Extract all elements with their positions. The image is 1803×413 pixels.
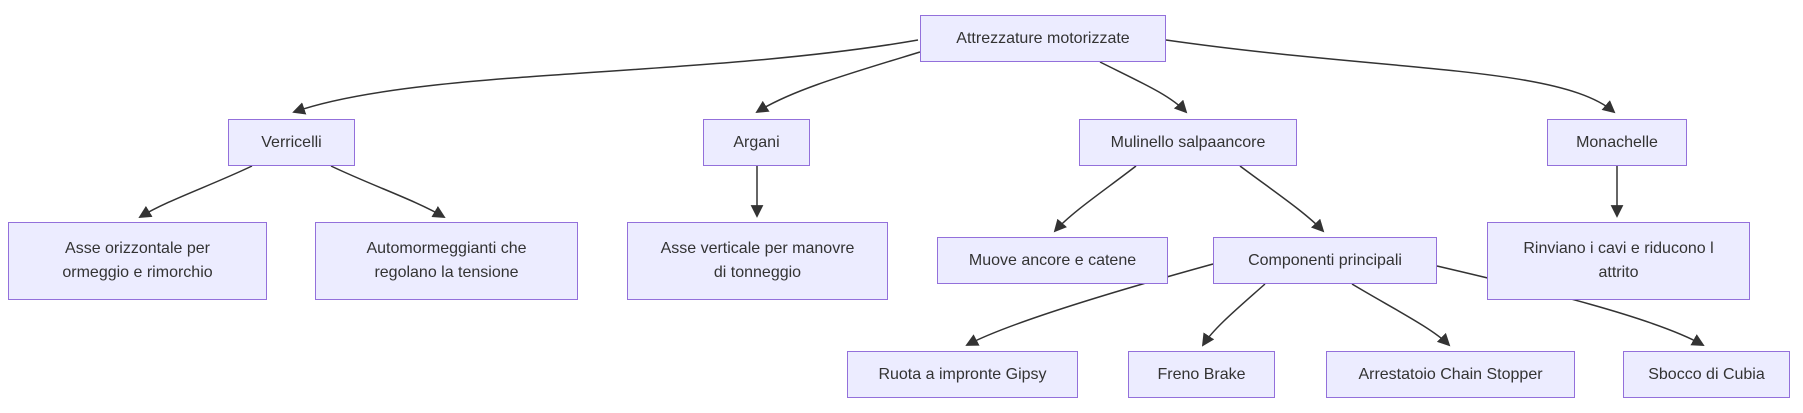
node-ruota-impronte-gipsy: Ruota a impronte Gipsy [847, 351, 1078, 398]
node-sbocco-di-cubia: Sbocco di Cubia [1623, 351, 1790, 398]
edge-root-verricelli [292, 39, 919, 115]
edge-verricelli-autormeggi [330, 165, 446, 218]
edge-root-mulinello [1099, 61, 1188, 114]
edge-mulinello-componenti [1239, 165, 1325, 233]
edge-root-argani [755, 51, 921, 114]
edge-mulinello-muove [1053, 165, 1137, 233]
node-rinviano-i-cavi: Rinviano i cavi e riducono l attrito [1487, 222, 1750, 300]
edge-componenti-arrestatoio [1351, 283, 1451, 347]
edge-verricelli-asse-orizz [138, 165, 253, 218]
node-verricelli: Verricelli [228, 119, 355, 166]
node-asse-orizzontale: Asse orizzontale per ormeggio e rimorchi… [8, 222, 267, 300]
node-freno-brake: Freno Brake [1128, 351, 1275, 398]
node-automormeggianti: Automormeggianti che regolano la tension… [315, 222, 578, 300]
edge-componenti-sbocco [1436, 265, 1705, 346]
node-asse-verticale: Asse verticale per manovre di tonneggio [627, 222, 888, 300]
node-muove-ancore-e-catene: Muove ancore e catene [937, 237, 1168, 284]
node-mulinello-salpaancore: Mulinello salpaancore [1079, 119, 1297, 166]
node-attrezzature-motorizzate: Attrezzature motorizzate [920, 15, 1166, 62]
node-arrestatoio-chain-stopper: Arrestatoio Chain Stopper [1326, 351, 1575, 398]
edge-componenti-freno [1201, 283, 1266, 347]
edge-root-monachelle [1165, 39, 1616, 114]
node-monachelle: Monachelle [1547, 119, 1687, 166]
node-argani: Argani [703, 119, 810, 166]
node-componenti-principali: Componenti principali [1213, 237, 1437, 284]
